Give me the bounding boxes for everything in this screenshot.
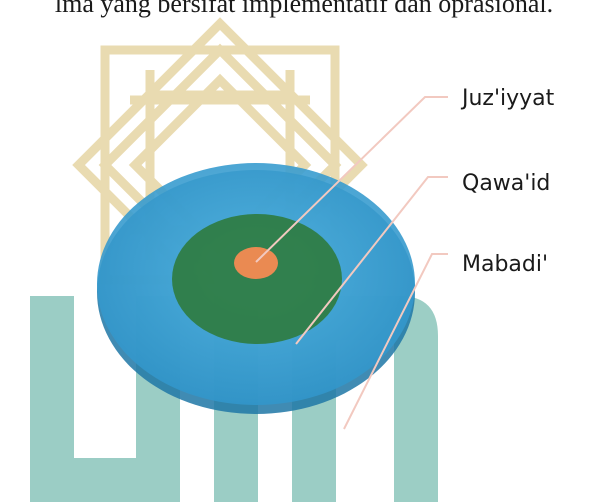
label-qawaid: Qawa'id bbox=[462, 171, 550, 196]
label-juziyyat: Juz'iyyat bbox=[460, 86, 555, 111]
middle-disc bbox=[172, 214, 342, 344]
label-mabadi: Mabadi' bbox=[462, 252, 548, 277]
inner-dot bbox=[234, 247, 278, 279]
